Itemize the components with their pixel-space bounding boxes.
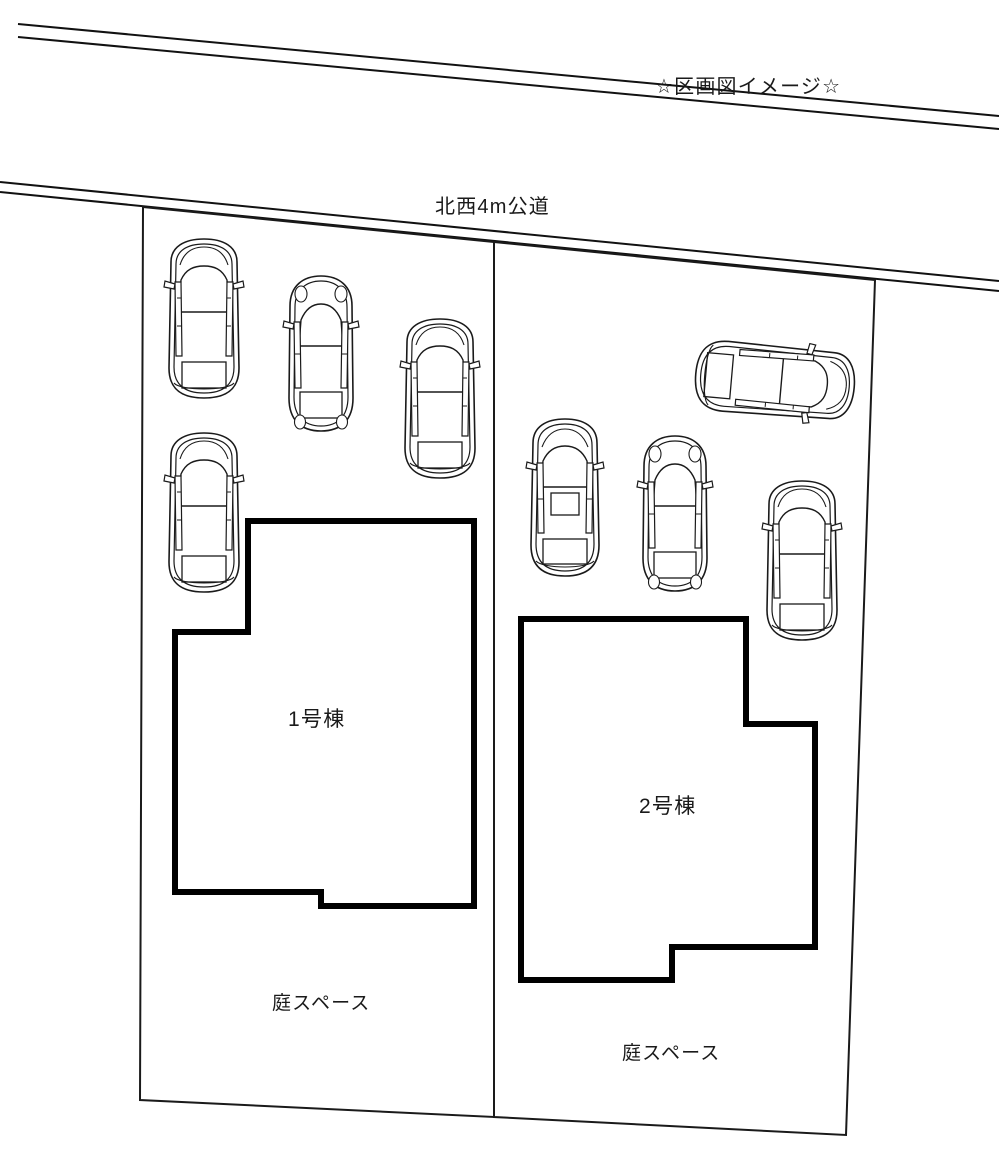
lot-2-car-1 [525,418,605,577]
page-title: ☆区画図イメージ☆ [655,76,842,98]
road-label: 北西4m公道 [435,196,550,218]
lot-1-car-4 [399,318,481,479]
building-2-label: 2号棟 [639,795,697,818]
building-1-label: 1号棟 [288,708,346,731]
lot-1-car-1 [163,238,245,399]
road-upper-band [17,23,999,130]
lot-1-car-2 [163,432,245,593]
building-1-footprint [172,518,477,909]
lot-2-car-2 [636,435,714,592]
lot-2-garden-label: 庭スペース [622,1043,721,1064]
building-2-footprint [518,616,818,983]
lot-1-garden-label: 庭スペース [272,993,371,1014]
lot-1-car-3 [282,275,360,432]
lot-2-car-3 [761,480,843,641]
